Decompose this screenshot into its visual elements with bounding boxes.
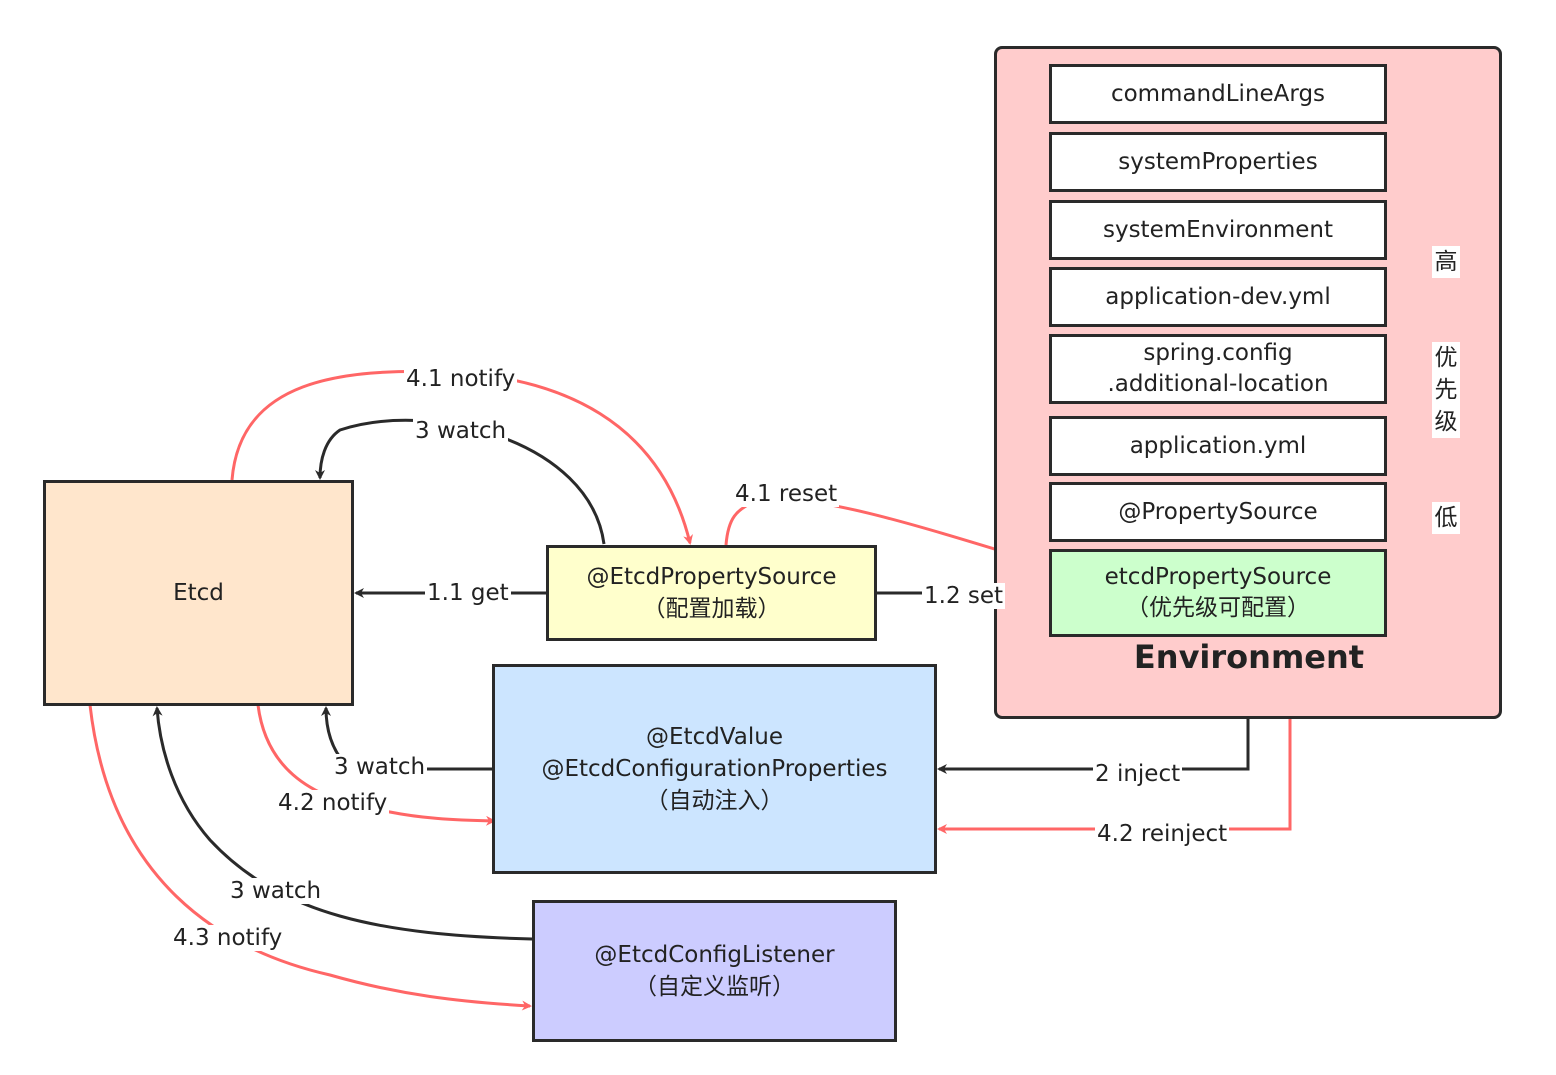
source-label: systemEnvironment [1102,216,1333,243]
value-config-properties: @EtcdConfigurationProperties [541,756,888,782]
edge-label-inject: 2 inject [1093,761,1183,787]
source-system-environment[interactable]: systemEnvironment [1049,200,1387,260]
source-label: commandLineArgs [1110,80,1326,107]
property-source-subtitle: （配置加载） [642,596,781,622]
source-label: spring.config [1143,340,1293,366]
edge-label-notify-listener: 4.3 notify [171,925,285,951]
source-additional-location[interactable]: spring.config .additional-location [1049,334,1387,404]
edge-inject [937,719,1250,774]
property-source-title: @EtcdPropertySource [586,564,837,590]
source-application-dev-yml[interactable]: application-dev.yml [1049,267,1387,327]
source-etcd-property-source[interactable]: etcdPropertySource （优先级可配置） [1049,549,1387,637]
edge-label-reinject: 4.2 reinject [1095,821,1230,847]
source-label: application-dev.yml [1105,283,1331,310]
priority-label-3: 级 [1432,406,1460,438]
priority-label-1: 优 [1432,342,1460,374]
source-application-yml[interactable]: application.yml [1049,416,1387,476]
source-property-source[interactable]: @PropertySource [1049,482,1387,542]
edge-label-watch-value: 3 watch [332,754,428,780]
priority-label-2: 先 [1432,374,1460,406]
environment-title: Environment [1133,638,1365,676]
listener-title: @EtcdConfigListener [594,942,835,968]
priority-high-label: 高 [1432,246,1460,278]
source-label-line2: .additional-location [1107,371,1329,397]
edge-label-get: 1.1 get [425,580,511,606]
source-label-line2: （优先级可配置） [1126,595,1310,621]
edge-label-notify-ps: 4.1 notify [404,366,518,392]
etcd-property-source-node[interactable]: @EtcdPropertySource （配置加载） [546,545,877,641]
etcd-config-listener-node[interactable]: @EtcdConfigListener （自定义监听） [532,900,897,1042]
etcd-value-node[interactable]: @EtcdValue @EtcdConfigurationProperties … [492,664,937,874]
edge-watch-listener [152,706,533,941]
source-label: systemProperties [1118,148,1318,175]
listener-subtitle: （自定义监听） [634,974,795,1000]
source-system-properties[interactable]: systemProperties [1049,132,1387,192]
source-label: application.yml [1129,432,1307,459]
etcd-label: Etcd [173,580,224,606]
edge-label-reset: 4.1 reset [733,481,840,507]
source-label: @PropertySource [1118,498,1318,525]
edge-label-set: 1.2 set [922,583,1006,609]
edge-label-watch-ps: 3 watch [413,418,509,444]
priority-low-label: 低 [1432,502,1460,534]
etcd-node[interactable]: Etcd [43,480,354,706]
source-label: etcdPropertySource [1104,564,1332,590]
value-subtitle: （自动注入） [645,788,784,814]
edge-reinject [937,719,1292,834]
source-command-line-args[interactable]: commandLineArgs [1049,64,1387,124]
edge-notify-listener [88,704,532,1011]
value-title: @EtcdValue [646,724,783,750]
edge-label-notify-value: 4.2 notify [276,790,390,816]
edge-label-watch-listener: 3 watch [228,878,324,904]
